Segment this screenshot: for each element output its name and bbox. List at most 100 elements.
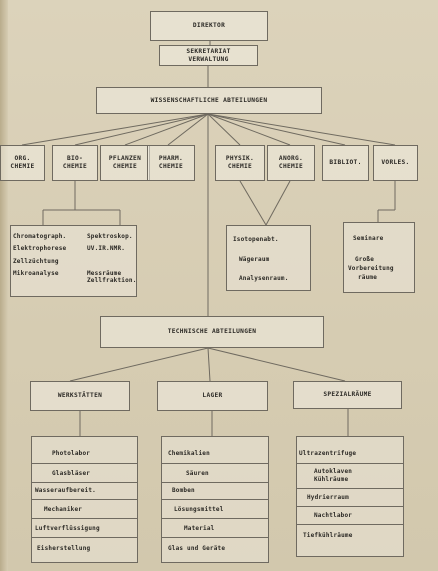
administration-label: VERWALTUNG bbox=[188, 55, 229, 63]
list-item: Photolabor bbox=[52, 450, 91, 457]
divider bbox=[297, 524, 403, 525]
physchem-units-box: Isotopenabt. Wägeraum Analysenraum. bbox=[226, 225, 311, 291]
department-line: PHARM. bbox=[158, 155, 184, 163]
list-item: Säuren bbox=[186, 470, 209, 477]
unit-label: Wägeraum bbox=[239, 256, 270, 263]
divider bbox=[32, 463, 137, 464]
unit-label: Isotopenabt. bbox=[233, 236, 279, 243]
divider bbox=[162, 463, 268, 464]
list-item: Glas und Geräte bbox=[168, 545, 226, 552]
connector bbox=[74, 113, 209, 146]
biochem-units-right: Spektroskop. UV.IR.NMR. Messräume Zellfr… bbox=[87, 233, 137, 284]
connector bbox=[207, 113, 291, 146]
unit-label: Analysenraum. bbox=[239, 275, 289, 282]
department-line: CHEMIE bbox=[62, 163, 88, 170]
unit-label: Zellzüchtung bbox=[13, 257, 59, 265]
list-item: Eisherstellung bbox=[37, 545, 91, 552]
unit-label: UV.IR.NMR. bbox=[87, 245, 126, 253]
unit-label: Zellfraktion. bbox=[87, 276, 137, 284]
technical-group-title: SPEZIALRÄUME bbox=[323, 391, 372, 399]
department-line: CHEMIE bbox=[227, 163, 253, 170]
unit-label: Seminare bbox=[353, 235, 384, 242]
technical-group-title: LAGER bbox=[202, 392, 223, 400]
department-line: ORG. bbox=[14, 155, 31, 163]
connector bbox=[207, 113, 396, 146]
divider bbox=[162, 499, 268, 500]
department-pflanzen-chemie: PFLANZEN CHEMIE bbox=[100, 145, 150, 181]
divider bbox=[297, 488, 403, 489]
list-item: Nachtlabor bbox=[314, 512, 353, 519]
unit-label: Große bbox=[355, 256, 375, 263]
department-physik-chemie: PHYSIK. CHEMIE bbox=[215, 145, 265, 181]
connector bbox=[207, 347, 211, 382]
technical-group-title: WERKSTÄTTEN bbox=[57, 392, 103, 400]
list-item: Ultrazentrifuge bbox=[299, 450, 357, 457]
scientific-departments-label: WISSENSCHAFTLICHE ABTEILUNGEN bbox=[150, 96, 268, 104]
connector bbox=[167, 113, 209, 146]
page-edge bbox=[0, 0, 8, 571]
unit-label: Mikroanalyse bbox=[13, 269, 59, 277]
department-line: CHEMIE bbox=[278, 163, 304, 170]
technical-group-lager: LAGER bbox=[157, 381, 268, 411]
department-line: CHEMIE bbox=[112, 163, 138, 170]
unit-label: Chromatograph. bbox=[13, 233, 67, 240]
werkstaetten-list: Photolabor Glasbläser Wasseraufbereit. M… bbox=[31, 436, 138, 563]
list-item: Lösungsmittel bbox=[174, 506, 224, 513]
technical-group-werkstaetten: WERKSTÄTTEN bbox=[30, 381, 130, 411]
department-line: BIO- bbox=[66, 155, 84, 163]
biochem-units-left: Chromatograph. Elektrophorese Zellzüchtu… bbox=[13, 233, 67, 277]
divider bbox=[297, 506, 403, 507]
department-line: CHEMIE bbox=[158, 163, 184, 170]
department-bio-chemie: BIO- CHEMIE bbox=[52, 145, 98, 181]
connector bbox=[239, 180, 267, 226]
biochem-units-box: Chromatograph. Elektrophorese Zellzüchtu… bbox=[10, 225, 137, 297]
unit-label: Elektrophorese bbox=[13, 245, 67, 253]
list-item: Wasseraufbereit. bbox=[35, 487, 96, 494]
director-box: DIREKTOR bbox=[150, 11, 268, 41]
technical-group-spezialraeume: SPEZIALRÄUME bbox=[293, 381, 402, 409]
list-item: Tiefkühlräume bbox=[303, 532, 353, 539]
unit-label: räume bbox=[358, 274, 378, 281]
list-item: Chemikalien bbox=[168, 450, 210, 457]
divider bbox=[32, 499, 137, 500]
spezialraeume-list: Ultrazentrifuge Autoklaven Kühlräume Hyd… bbox=[296, 436, 404, 557]
divider bbox=[162, 537, 268, 538]
divider bbox=[162, 482, 268, 483]
list-item: Mechaniker bbox=[44, 506, 83, 513]
list-item: Kühlräume bbox=[314, 476, 349, 483]
department-line: PHYSIK. bbox=[225, 155, 255, 163]
department-line: BIBLIOT. bbox=[329, 159, 362, 167]
department-pharm-chemie: PHARM. CHEMIE bbox=[147, 145, 195, 181]
unit-label: Spektroskop. bbox=[87, 233, 133, 240]
divider bbox=[32, 482, 137, 483]
connector bbox=[124, 113, 209, 146]
divider bbox=[297, 463, 403, 464]
connector bbox=[207, 113, 346, 146]
list-item: Hydrierraum bbox=[307, 494, 349, 501]
department-bibliothek: BIBLIOT. bbox=[322, 145, 369, 181]
lecture-units-box: Seminare Große Vorbereitung räume bbox=[343, 222, 415, 293]
list-item: Material bbox=[184, 525, 215, 532]
connector bbox=[207, 113, 241, 146]
connector bbox=[21, 113, 209, 146]
department-line: CHEMIE bbox=[10, 163, 35, 170]
divider bbox=[32, 518, 137, 519]
list-item: Glasbläser bbox=[52, 470, 91, 477]
lager-list: Chemikalien Säuren Bomben Lösungsmittel … bbox=[161, 436, 269, 563]
unit-label: Messräume bbox=[87, 269, 122, 277]
department-anorg-chemie: ANORG. CHEMIE bbox=[267, 145, 315, 181]
connector bbox=[207, 347, 346, 382]
department-line: PFLANZEN bbox=[108, 155, 142, 163]
list-item: Autoklaven bbox=[314, 468, 353, 475]
technical-departments-box: TECHNISCHE ABTEILUNGEN bbox=[100, 316, 324, 348]
connector bbox=[265, 180, 291, 226]
connector bbox=[69, 347, 209, 382]
department-org-chemie: ORG. CHEMIE bbox=[0, 145, 45, 181]
director-label: DIREKTOR bbox=[192, 22, 226, 30]
secretariat-label: SEKRETARIAT bbox=[186, 47, 231, 55]
list-item: Bomben bbox=[172, 487, 195, 494]
list-item: Luftverflüssigung bbox=[35, 525, 100, 532]
department-line: VORLES. bbox=[381, 159, 410, 167]
